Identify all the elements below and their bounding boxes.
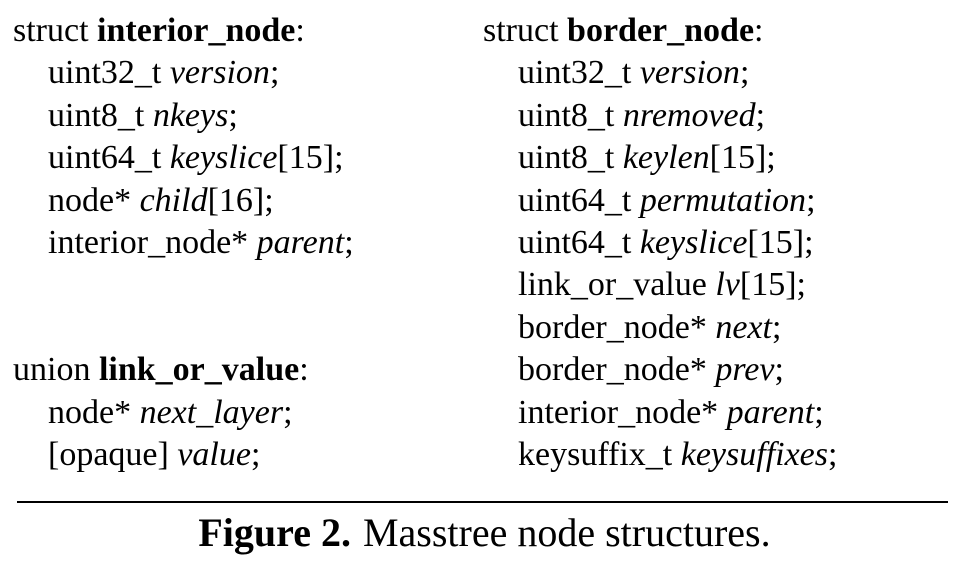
field-type: node* (48, 393, 140, 431)
field-child: node* child[16]; (13, 180, 354, 222)
right-column: struct border_node: uint32_t version; ui… (483, 10, 837, 476)
field-keysuffixes: keysuffix_t keysuffixes; (483, 434, 837, 476)
caption-divider-rule (17, 501, 948, 503)
field-permutation: uint64_t permutation; (483, 180, 837, 222)
field-name: next (715, 308, 772, 346)
field-type: uint8_t (48, 96, 153, 134)
union-link-or-value-declaration: union link_or_value: node* next_layer; [… (13, 349, 354, 476)
field-keylen: uint8_t keylen[15]; (483, 137, 837, 179)
field-type: uint8_t (518, 96, 623, 134)
header-colon: : (295, 12, 305, 49)
field-name: version (639, 54, 740, 92)
field-name: keysuffixes (680, 436, 829, 474)
struct-interior-node-declaration: struct interior_node: uint32_t version; … (13, 10, 354, 264)
field-name: nkeys (152, 96, 229, 134)
struct-interior-node-header: struct interior_node: (13, 10, 354, 52)
field-type: uint32_t (48, 54, 170, 92)
struct-name-interior-node: interior_node (97, 12, 296, 49)
field-parent: interior_node* parent; (13, 222, 354, 264)
field-nkeys: uint8_t nkeys; (13, 95, 354, 137)
field-type: uint64_t (518, 181, 640, 219)
column-block-spacer (13, 264, 354, 349)
field-type: border_node* (518, 351, 716, 389)
field-type: node* (48, 181, 140, 219)
field-nremoved: uint8_t nremoved; (483, 95, 837, 137)
field-value: [opaque] value; (13, 434, 354, 476)
figure-caption-text: Masstree node structures. (362, 510, 771, 555)
field-name: keyslice (639, 224, 748, 262)
field-type: uint8_t (518, 139, 623, 177)
field-type: interior_node* (518, 393, 727, 431)
field-type: keysuffix_t (518, 436, 681, 474)
field-suffix: ; (806, 181, 816, 219)
field-next: border_node* next; (483, 307, 837, 349)
field-suffix: ; (250, 436, 261, 474)
field-name: child (139, 181, 208, 219)
struct-keyword: struct (13, 12, 98, 49)
field-name: prev (715, 351, 775, 389)
field-type: [opaque] (48, 436, 178, 474)
field-name: next_layer (139, 393, 284, 431)
field-type: uint32_t (518, 54, 640, 92)
field-name: parent (256, 224, 345, 262)
field-suffix: [15]; (739, 266, 806, 304)
struct-border-node-declaration: struct border_node: uint32_t version; ui… (483, 10, 837, 476)
field-prev: border_node* prev; (483, 349, 837, 391)
union-name-link-or-value: link_or_value (98, 351, 300, 389)
field-type: uint64_t (48, 139, 170, 177)
union-link-or-value-header: union link_or_value: (13, 349, 354, 391)
field-type: uint64_t (518, 224, 640, 262)
left-column: struct interior_node: uint32_t version; … (13, 10, 354, 476)
field-suffix: ; (771, 308, 782, 346)
field-keyslice: uint64_t keyslice[15]; (483, 222, 837, 264)
field-lv: link_or_value lv[15]; (483, 264, 837, 306)
field-suffix: ; (269, 54, 280, 92)
field-suffix: ; (344, 224, 354, 262)
struct-border-node-header: struct border_node: (483, 10, 837, 52)
field-name: nremoved (622, 96, 756, 134)
union-keyword: union (13, 351, 99, 389)
header-colon: : (299, 351, 309, 389)
field-suffix: ; (755, 96, 766, 134)
field-name: value (177, 436, 251, 474)
field-suffix: ; (814, 393, 824, 431)
struct-keyword: struct (483, 12, 568, 49)
field-suffix: ; (283, 393, 293, 431)
field-suffix: ; (228, 96, 238, 134)
field-name: keyslice (169, 139, 278, 177)
field-name: parent (726, 393, 815, 431)
figure-caption: Figure 2.Masstree node structures. (0, 512, 969, 554)
field-suffix: ; (774, 351, 784, 389)
field-suffix: ; (828, 436, 838, 474)
field-suffix: [16]; (207, 181, 274, 219)
field-keyslice: uint64_t keyslice[15]; (13, 137, 354, 179)
field-next-layer: node* next_layer; (13, 392, 354, 434)
field-name: permutation (639, 181, 807, 219)
field-name: lv (715, 266, 740, 304)
field-suffix: [15]; (277, 139, 344, 177)
figure-caption-label: Figure 2. (198, 510, 351, 555)
field-type: link_or_value (518, 266, 716, 304)
field-suffix: ; (739, 54, 750, 92)
field-version: uint32_t version; (483, 52, 837, 94)
field-suffix: [15]; (747, 224, 814, 262)
field-type: interior_node* (48, 224, 257, 262)
header-colon: : (754, 12, 764, 49)
field-name: keylen (622, 139, 710, 177)
field-version: uint32_t version; (13, 52, 354, 94)
field-type: border_node* (518, 308, 716, 346)
field-suffix: [15]; (709, 139, 776, 177)
struct-name-border-node: border_node (567, 12, 755, 49)
field-parent: interior_node* parent; (483, 392, 837, 434)
field-name: version (169, 54, 270, 92)
